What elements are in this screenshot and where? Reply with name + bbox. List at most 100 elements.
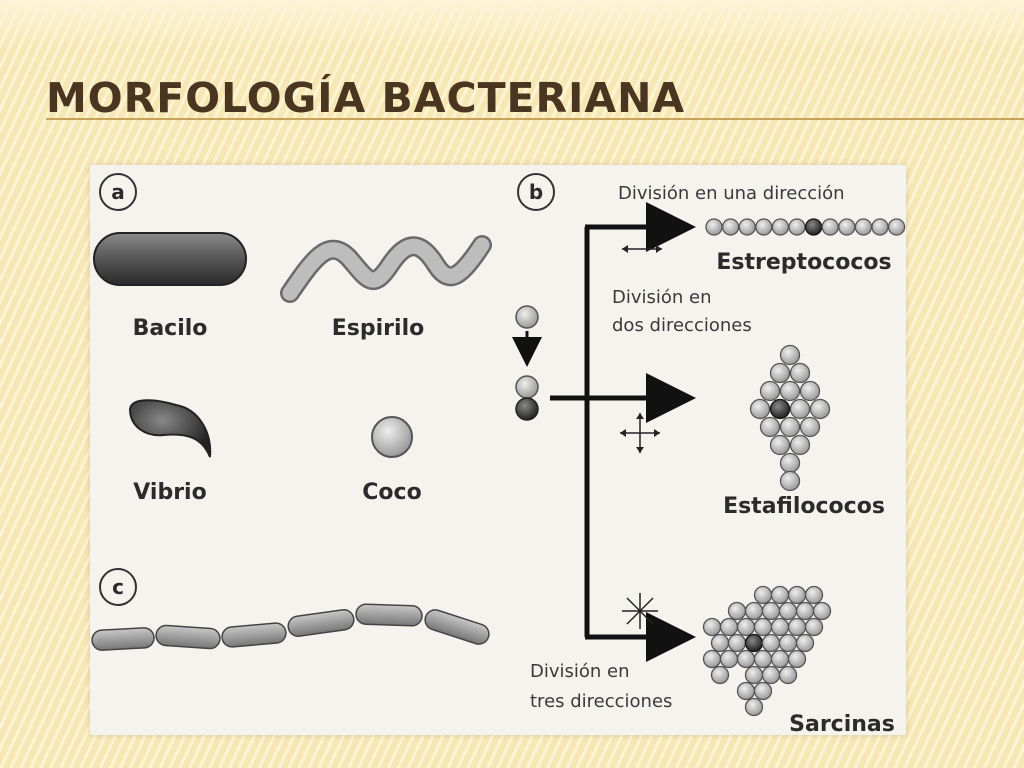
espirilo-label: Espirilo	[332, 316, 424, 341]
coccus-cell	[761, 665, 781, 685]
coccus-cell	[799, 380, 821, 402]
two-direction-icon	[620, 413, 660, 453]
top-band	[0, 0, 1024, 48]
coccus-cell	[761, 633, 781, 653]
coccus-cell	[736, 681, 756, 701]
coccus-cell	[759, 416, 781, 438]
coccus-cell	[769, 362, 791, 384]
chain-rod	[287, 609, 355, 637]
espirilo-shape	[282, 237, 490, 301]
bacteria-morphology-figure: a Bacilo Espirilo Vibrio Coco c b	[90, 165, 906, 735]
chain-rod	[424, 609, 490, 645]
estreptococos-label: Estreptococos	[716, 250, 891, 275]
coccus-cell	[727, 633, 747, 653]
division-three-note-line1: División en	[530, 661, 630, 682]
coccus-cell	[710, 633, 730, 653]
coco-shape	[371, 416, 413, 458]
coccus-cell	[761, 601, 781, 621]
coccus-cell	[770, 649, 790, 669]
coccus-cell	[812, 601, 832, 621]
coccus-cell	[702, 649, 722, 669]
coccus-cell	[736, 649, 756, 669]
coccus-cell	[887, 218, 906, 236]
coccus-cell	[719, 649, 739, 669]
vibrio-shape	[128, 399, 212, 458]
coccus-cell	[789, 398, 811, 420]
title-underline	[46, 118, 1024, 120]
coccus-cell	[769, 398, 791, 420]
daughter-cell	[515, 375, 539, 399]
estafilococos-cluster	[749, 344, 831, 492]
coccus-cell	[721, 218, 740, 236]
coccus-cell	[738, 218, 756, 236]
coccus-cell	[702, 617, 722, 637]
coccus-cell	[719, 617, 739, 637]
chain-rod	[91, 627, 155, 651]
coccus-cell	[755, 218, 773, 236]
panel-c-letter: c	[112, 575, 124, 599]
bacilli-chain	[91, 603, 490, 651]
coccus-cell	[854, 218, 873, 236]
coccus-cell	[778, 665, 798, 685]
coccus-cell	[736, 617, 756, 637]
coccus-cell	[804, 585, 824, 605]
coccus-cell	[795, 601, 815, 621]
coccus-cell	[787, 649, 807, 669]
sarcinas-label: Sarcinas	[789, 712, 895, 735]
division-one-note: División en una dirección	[618, 183, 845, 204]
chain-rod	[355, 603, 423, 627]
coccus-cell	[744, 601, 764, 621]
division-two-note-line2: dos direcciones	[612, 315, 752, 336]
coccus-cell	[809, 398, 831, 420]
chain-rod	[221, 622, 287, 648]
daughter-cell-dark	[515, 397, 539, 421]
coccus-cell	[799, 416, 821, 438]
coccus-cell	[795, 633, 815, 653]
bacilo-shape	[93, 232, 247, 286]
coccus-cell	[744, 633, 764, 653]
panel-c-badge	[99, 568, 137, 606]
one-direction-icon	[622, 245, 662, 253]
coccus-cell	[770, 617, 790, 637]
vibrio-label: Vibrio	[133, 480, 206, 505]
coccus-cell	[779, 452, 801, 474]
coccus-cell	[804, 617, 824, 637]
coccus-cell	[778, 633, 798, 653]
division-two-note-line1: División en	[612, 287, 712, 308]
mother-cell	[515, 305, 539, 329]
coccus-cell	[871, 218, 889, 236]
coccus-cell	[753, 649, 773, 669]
coccus-cell	[789, 362, 811, 384]
sarcinas-cluster	[702, 585, 832, 717]
coccus-cell	[769, 434, 791, 456]
coccus-cell	[744, 665, 764, 685]
coccus-cell	[787, 585, 807, 605]
coccus-cell	[749, 398, 771, 420]
bacilo-label: Bacilo	[133, 316, 208, 341]
panel-a-badge	[99, 173, 137, 211]
coco-label: Coco	[362, 480, 421, 505]
coccus-cell	[753, 585, 773, 605]
coccus-cell	[838, 218, 856, 236]
panel-b: b División en una dirección Divisió	[512, 173, 906, 735]
division-three-note-line2: tres direcciones	[530, 691, 672, 712]
coccus-cell	[779, 416, 801, 438]
estreptococos-chain	[705, 218, 906, 236]
coccus-cell	[787, 617, 807, 637]
panel-a-letter: a	[111, 180, 125, 204]
panel-a: a Bacilo Espirilo Vibrio Coco	[93, 173, 492, 505]
coccus-cell	[821, 218, 839, 236]
coccus-cell	[779, 470, 801, 492]
coccus-cell	[778, 601, 798, 621]
coccus-cell	[789, 434, 811, 456]
coccus-cell	[727, 601, 747, 621]
three-direction-icon	[622, 593, 658, 629]
estafilococos-label: Estafilococos	[723, 494, 885, 519]
coccus-cell	[744, 697, 764, 717]
slide-title: Morfología bacteriana	[46, 74, 686, 122]
panel-b-letter: b	[529, 180, 543, 204]
panel-b-badge	[517, 173, 555, 211]
panel-c: c	[91, 568, 490, 651]
coccus-cell	[705, 218, 723, 236]
coccus-cell	[771, 218, 790, 236]
